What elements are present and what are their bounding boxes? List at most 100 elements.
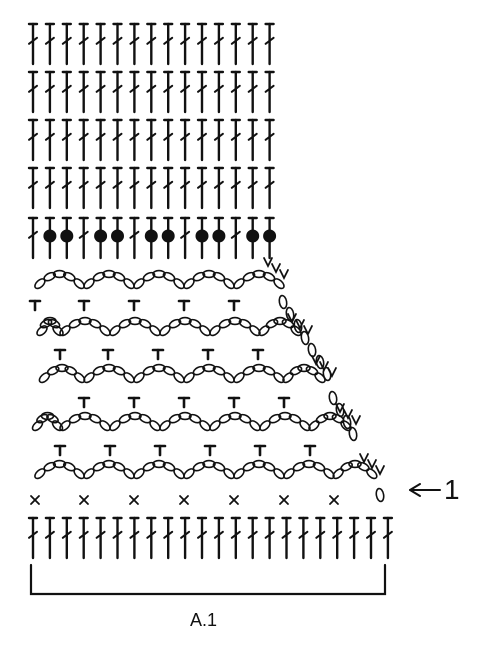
treble-symbol bbox=[146, 22, 157, 66]
treble-symbol bbox=[196, 22, 208, 66]
treble-symbol bbox=[27, 216, 39, 260]
treble-symbol bbox=[162, 166, 174, 210]
chain-arch bbox=[159, 316, 211, 337]
treble-symbol bbox=[196, 166, 208, 210]
increase-symbol bbox=[263, 257, 273, 269]
treble-symbol bbox=[61, 70, 73, 114]
chain-arch bbox=[283, 459, 335, 480]
bead-stitch-symbol bbox=[144, 216, 158, 260]
half-treble-symbol bbox=[151, 348, 165, 361]
treble-symbol bbox=[264, 70, 275, 114]
treble-symbol bbox=[162, 70, 174, 114]
bead-stitch-symbol bbox=[111, 216, 124, 260]
chain-arch bbox=[109, 411, 161, 432]
single-crochet-symbol bbox=[179, 495, 189, 505]
treble-symbol bbox=[179, 22, 191, 66]
repeat-bracket bbox=[29, 563, 387, 596]
foundation-treble-symbol bbox=[348, 516, 360, 560]
row-1-label: 1 bbox=[444, 474, 460, 505]
foundation-treble-symbol bbox=[298, 516, 309, 560]
bead-stitch-symbol bbox=[263, 216, 277, 260]
chain-symbol bbox=[375, 487, 385, 503]
chain-arch bbox=[159, 411, 211, 432]
bead-stitch-symbol bbox=[195, 216, 209, 260]
foundation-treble-symbol bbox=[27, 516, 39, 560]
chain-arch bbox=[183, 459, 235, 480]
foundation-treble-symbol bbox=[61, 516, 73, 560]
treble-symbol bbox=[129, 166, 140, 210]
treble-symbol bbox=[146, 70, 157, 114]
treble-symbol bbox=[162, 22, 174, 66]
foundation-treble-symbol bbox=[162, 516, 174, 560]
half-treble-symbol bbox=[203, 444, 217, 457]
half-treble-symbol bbox=[77, 299, 91, 312]
chain-arch bbox=[209, 411, 261, 432]
treble-symbol bbox=[95, 166, 106, 210]
treble-symbol bbox=[247, 70, 258, 114]
treble-symbol bbox=[264, 166, 275, 210]
bead-stitch-symbol bbox=[246, 216, 260, 260]
chain-arch bbox=[34, 269, 85, 290]
half-treble-symbol bbox=[227, 299, 241, 312]
half-treble-symbol bbox=[251, 348, 265, 361]
treble-symbol bbox=[230, 216, 242, 260]
half-treble-symbol bbox=[227, 396, 241, 409]
treble-symbol bbox=[112, 118, 123, 162]
half-treble-symbol bbox=[127, 396, 141, 409]
treble-symbol bbox=[95, 22, 106, 66]
treble-symbol bbox=[196, 70, 208, 114]
treble-symbol bbox=[78, 70, 89, 114]
treble-symbol bbox=[146, 166, 157, 210]
treble-symbol bbox=[129, 118, 140, 162]
single-crochet-symbol bbox=[279, 495, 289, 505]
treble-symbol bbox=[230, 70, 242, 114]
increase-symbol bbox=[271, 263, 281, 275]
bead-stitch-symbol bbox=[161, 216, 175, 260]
foundation-treble-symbol bbox=[95, 516, 106, 560]
treble-symbol bbox=[78, 22, 89, 66]
chain-arch bbox=[133, 459, 185, 480]
foundation-treble-symbol bbox=[281, 516, 292, 560]
treble-symbol bbox=[78, 166, 89, 210]
treble-symbol bbox=[27, 166, 39, 210]
increase-symbol bbox=[375, 465, 385, 477]
treble-symbol bbox=[196, 118, 208, 162]
half-treble-symbol bbox=[177, 299, 191, 312]
foundation-treble-symbol bbox=[315, 516, 326, 560]
bead-stitch-symbol bbox=[43, 216, 57, 260]
treble-symbol bbox=[27, 118, 39, 162]
chain-arch bbox=[83, 269, 135, 290]
half-treble-symbol bbox=[53, 444, 67, 457]
chain-arch bbox=[259, 411, 311, 432]
treble-symbol bbox=[264, 22, 275, 66]
foundation-treble-symbol bbox=[332, 516, 343, 560]
bead-stitch-symbol bbox=[60, 216, 74, 260]
treble-symbol bbox=[27, 22, 39, 66]
treble-symbol bbox=[27, 70, 39, 114]
single-crochet-symbol bbox=[229, 495, 239, 505]
treble-symbol bbox=[78, 118, 89, 162]
chain-arch bbox=[31, 411, 64, 432]
increase-symbol bbox=[319, 361, 329, 373]
chain-symbol bbox=[300, 330, 310, 346]
treble-symbol bbox=[95, 70, 106, 114]
chain-arch bbox=[183, 269, 235, 290]
increase-symbol bbox=[303, 325, 313, 337]
half-treble-symbol bbox=[101, 348, 115, 361]
treble-symbol bbox=[213, 166, 225, 210]
chain-arch bbox=[38, 363, 86, 384]
chain-arch bbox=[34, 459, 85, 480]
treble-symbol bbox=[264, 118, 275, 162]
chain-arch bbox=[332, 459, 378, 480]
treble-symbol bbox=[146, 118, 157, 162]
foundation-treble-symbol bbox=[44, 516, 56, 560]
treble-symbol bbox=[230, 22, 242, 66]
chain-arch bbox=[133, 363, 185, 384]
treble-symbol bbox=[78, 216, 89, 260]
treble-symbol bbox=[230, 118, 242, 162]
chain-arch bbox=[233, 459, 285, 480]
treble-symbol bbox=[44, 70, 56, 114]
treble-symbol bbox=[179, 70, 191, 114]
treble-symbol bbox=[162, 118, 174, 162]
